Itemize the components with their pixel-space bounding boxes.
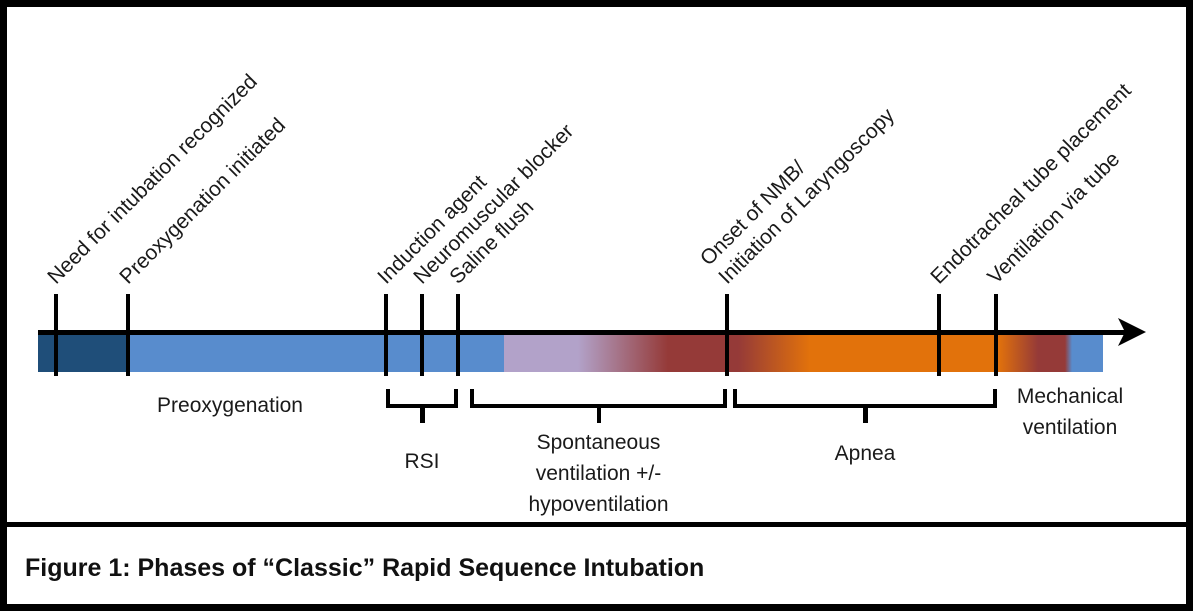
caption-divider — [6, 522, 1187, 527]
phase-label-mechanical-ventilation: Mechanical ventilation — [1016, 385, 1124, 439]
phase-bracket-stem-spontaneous-ventilation — [596, 406, 601, 423]
timeline-axis — [38, 330, 1127, 335]
phase-label-preoxygenation: Preoxygenation — [157, 394, 303, 417]
event-label-neuromuscular-blocker: Neuromuscular blocker — [409, 119, 579, 289]
tick-onset-of-nmb-initiation-of-laryngoscopy — [725, 294, 729, 376]
tick-need-for-intubation-recognized — [54, 294, 58, 376]
phase-label-apnea: Apnea — [834, 442, 896, 465]
phase-label-rsi: RSI — [404, 450, 440, 473]
tick-saline-flush — [456, 294, 460, 376]
tick-induction-agent — [384, 294, 388, 376]
phase-label-spontaneous-ventilation: Spontaneous ventilation +/- hypoventilat… — [528, 431, 669, 516]
tick-ventilation-via-tube — [994, 294, 998, 376]
tick-endotracheal-tube-placement — [937, 294, 941, 376]
phase-bracket-stem-rsi — [420, 406, 425, 423]
figure-caption: Figure 1: Phases of “Classic” Rapid Sequ… — [25, 554, 705, 582]
arrow-right-icon — [1118, 318, 1146, 346]
phase-bracket-stem-apnea — [863, 406, 868, 423]
tick-preoxygenation-initiated — [126, 294, 130, 376]
event-label-onset-of-nmb-initiation-of-laryngoscopy: Onset of NMB/ Initiation of Laryngoscopy — [695, 103, 899, 289]
tick-neuromuscular-blocker — [420, 294, 424, 376]
timeline-bar — [38, 333, 1103, 372]
